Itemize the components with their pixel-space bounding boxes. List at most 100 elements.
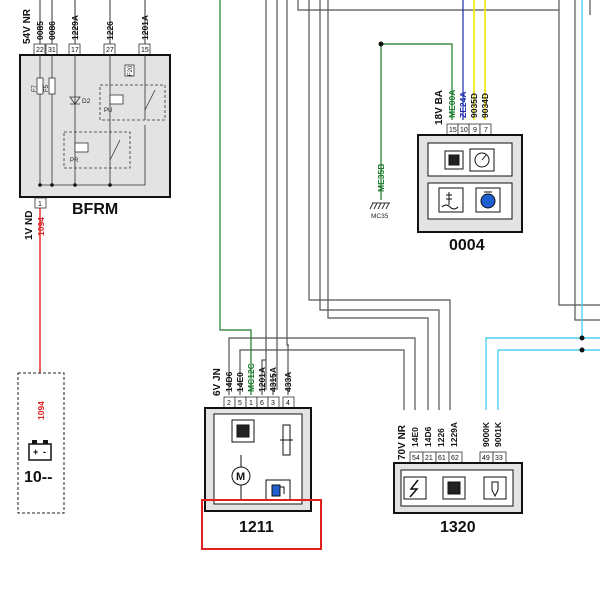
wire-grey-right-1[interactable]: [558, 10, 600, 306]
pin-strip-0004: 15 10 9 7: [446, 123, 492, 136]
connector-label-0004: 18V BA: [434, 90, 445, 125]
wire-label-green: MC12C: [246, 363, 256, 392]
motor-icon: M: [231, 455, 251, 500]
gauge-icon: [469, 148, 495, 172]
pin-number: 15: [449, 127, 457, 134]
ground-icon: [369, 202, 390, 210]
svg-text:+: +: [33, 447, 38, 457]
ecu-chip-icon: [444, 150, 464, 170]
wire-grey-4[interactable]: [319, 0, 440, 410]
potentiometer-icon: [280, 424, 293, 456]
junction-dot: [579, 347, 585, 353]
wire-label: 14D6: [224, 371, 234, 392]
module-name-1320: 1320: [440, 519, 476, 536]
wire-label: 1201A: [140, 15, 150, 40]
wire-label: 433A: [283, 372, 293, 392]
module-name-1211: 1211: [239, 519, 274, 536]
wire-label: 9035D: [469, 93, 479, 118]
wire-label: 9000K: [481, 421, 491, 447]
motor-letter: M: [236, 471, 245, 483]
wire-label: 14E0: [235, 372, 245, 392]
pin-number: 22: [36, 47, 44, 54]
pin-number: 2: [227, 400, 231, 407]
pin-number: 27: [106, 47, 114, 54]
pin-number: 21: [425, 455, 433, 462]
battery-name: 10--: [24, 469, 52, 486]
bfrm-bottom-connector: 1V ND: [24, 211, 35, 240]
pin-number: 7: [484, 127, 488, 134]
ground-name: MC35: [371, 213, 389, 220]
wire-cyan-9000k[interactable]: [485, 337, 582, 410]
pin-number: 33: [495, 455, 503, 462]
module-1211[interactable]: 6V JN 14D6 14E0 MC12C 1201A 4315A 433A 2…: [201, 363, 322, 550]
wire-label-blue: ZE24A: [458, 92, 468, 118]
lightning-icon: [403, 476, 427, 500]
pin-number: 9: [473, 127, 477, 134]
wire-junction-dots: [378, 41, 585, 353]
wire-green-mc12c[interactable]: [219, 0, 252, 395]
wire-label: 0086: [47, 21, 57, 40]
wire-grey-1[interactable]: [286, 0, 289, 346]
bfrm-label-pu: PU: [104, 108, 112, 114]
wire-grey-4315a[interactable]: [272, 374, 277, 395]
wire-grey-1201a[interactable]: [261, 359, 266, 395]
wire-label: 1226: [436, 428, 446, 447]
highlight-box-1211: [201, 499, 322, 550]
wire-label: 14D6: [423, 426, 433, 447]
bfrm-connector-label: 54V NR: [22, 8, 33, 44]
wire-label-green: ME00A: [447, 90, 457, 118]
wire-grey-right-2[interactable]: [574, 0, 600, 321]
svg-text:-: -: [43, 447, 46, 457]
pin-number: 17: [71, 47, 79, 54]
wire-grey-14e0[interactable]: [239, 349, 405, 410]
battery-module[interactable]: 1094 + - 10--: [17, 372, 65, 514]
bfrm-module-name: BFRM: [72, 201, 118, 218]
junction-dot: [378, 41, 384, 47]
wire-label: 1226: [105, 21, 115, 40]
bfrm-module[interactable]: 54V NR 22 31 17 27 15 0085 0086 1229A 12…: [19, 8, 171, 240]
wire-grey-2[interactable]: [297, 0, 560, 11]
pin-number: 1: [38, 201, 42, 208]
wire-label: 1229A: [70, 15, 80, 40]
wire-grey-14d6[interactable]: [228, 337, 416, 410]
pin-number: 15: [141, 47, 149, 54]
pin-number: 31: [48, 47, 56, 54]
pin-number: 5: [238, 400, 242, 407]
connector-label-1211: 6V JN: [212, 368, 223, 396]
pin-number: 61: [438, 455, 446, 462]
wire-label: 0085: [35, 21, 45, 40]
pin-number: 62: [451, 455, 459, 462]
ground-mc35: ME35B MC35: [369, 164, 390, 220]
bfrm-label-f7: F7: [32, 84, 38, 92]
pin-box: [34, 197, 47, 209]
pin-number: 6: [260, 400, 264, 407]
wire-green-me35b[interactable]: [381, 43, 453, 120]
wire-label-red: 1094: [36, 401, 46, 420]
wire-label: 14E0: [410, 427, 420, 447]
engine-warning-icon: [475, 187, 501, 213]
wire-cyan-9001k[interactable]: [497, 349, 582, 410]
pin-number: 1: [249, 400, 253, 407]
bfrm-label-f20: F20: [128, 65, 134, 76]
wire-grey-1226[interactable]: [327, 0, 429, 410]
pin-strip-1211: 2 5 1 6 3 4: [223, 396, 295, 409]
bfrm-pin-strip: 22 31 17 27 15: [33, 43, 151, 56]
bfrm-box: [19, 54, 171, 198]
battery-icon: + -: [28, 440, 52, 461]
module-name-0004: 0004: [449, 237, 485, 254]
wire-label: 1201A: [257, 367, 267, 392]
module-0004[interactable]: 18V BA ME00A ZE24A 9035D 9034D 15 10 9 7: [417, 90, 523, 254]
module-1320[interactable]: 70V NR 14E0 14D6 1226 1229A 9000K 9001K …: [393, 421, 523, 536]
wire-label: 9034D: [480, 93, 490, 118]
wire-label: 1229A: [449, 422, 459, 447]
connector-label-1320: 70V NR: [397, 424, 408, 460]
wire-grey-3[interactable]: [308, 0, 451, 410]
pin-number: 4: [286, 400, 290, 407]
battery-dashed-box: [17, 372, 65, 514]
coolant-temperature-icon: [438, 187, 464, 213]
wire-label: 9001K: [493, 421, 503, 447]
junction-dot: [579, 335, 585, 341]
pin-number: 49: [482, 455, 490, 462]
ecu-chip-icon: [231, 419, 255, 443]
